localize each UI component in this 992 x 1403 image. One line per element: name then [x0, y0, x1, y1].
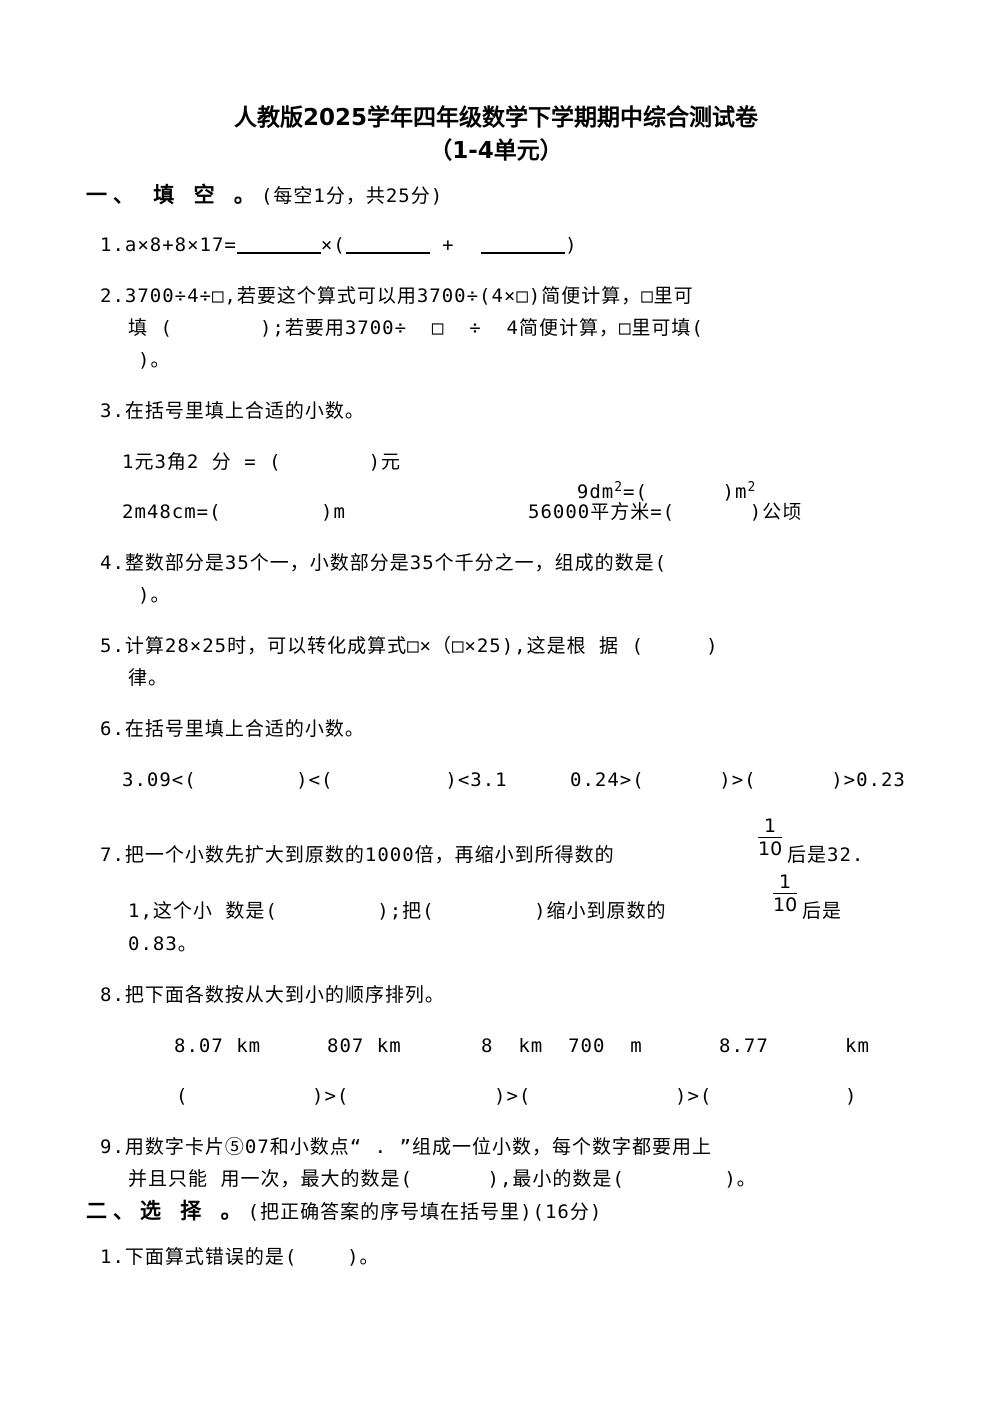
q7-fraction-1-num: 1 — [758, 815, 783, 838]
question-7-line1-tail: 后是32. — [787, 844, 865, 866]
q3-b-sq-2: 2 — [747, 480, 757, 495]
q1-blank-1[interactable] — [236, 232, 321, 254]
q1-blank-2[interactable] — [345, 232, 430, 254]
q7-fraction-1: 1 10 — [758, 815, 783, 860]
question-2-line2: 填 ( );若要用3700÷ □ ÷ 4简便计算，□里可填( — [128, 317, 704, 339]
exam-title-line2: （1-4单元） — [429, 138, 563, 164]
q1-text-d: ) — [565, 234, 578, 256]
question-2-line1: 2.3700÷4÷□,若要这个算式可以用3700÷(4×□)简便计算，□里可 — [100, 285, 694, 307]
question-1: 1.a×8+8×17= ×( + ) — [100, 232, 578, 258]
question-3-b: 9dm2=( )m2 — [552, 449, 756, 505]
question-9-line1: 9.用数字卡片⑤07和小数点“ . ”组成一位小数，每个数字都要用上 — [100, 1136, 712, 1158]
question-7-line3: 0.83。 — [128, 933, 198, 955]
exam-title-line1: 人教版2025学年四年级数学下学期期中综合测试卷 — [233, 105, 758, 131]
question-6-b: 0.24>( )>( )>0.23 — [570, 769, 906, 791]
question-3-d: 56000平方米=( )公顷 — [528, 501, 803, 523]
q1-text-a: 1.a×8+8×17= — [100, 234, 237, 256]
section1-heading: 一、 填 空 。(每空1分，共25分) — [86, 182, 443, 209]
q3-b-rest: =( )m — [623, 481, 748, 503]
q3-b-sq-1: 2 — [614, 480, 624, 495]
question-3-a: 1元3角2 分 = ( )元 — [122, 451, 402, 473]
q1-text-b: ×( — [320, 234, 346, 256]
question-8-stem: 8.把下面各数按从大到小的顺序排列。 — [100, 984, 445, 1006]
q7-fraction-2-den: 10 — [773, 894, 798, 916]
section1-note: (每空1分，共25分) — [260, 185, 444, 207]
q8-item-5: km — [845, 1035, 870, 1057]
question-7-line2: 1,这个小 数是( );把( )缩小到原数的 — [128, 900, 667, 922]
question-4-line2: )。 — [138, 584, 171, 606]
q7-fraction-2-num: 1 — [773, 871, 798, 894]
q7-fraction-1-den: 10 — [758, 838, 783, 860]
question-5-line2: 律。 — [128, 667, 169, 689]
question-9-line2: 并且只能 用一次，最大的数是( ),最小的数是( )。 — [128, 1168, 757, 1190]
section2-heading: 二、选 择 。(把正确答案的序号填在括号里)(16分) — [86, 1198, 602, 1225]
section2-question-1: 1.下面算式错误的是( )。 — [100, 1246, 380, 1268]
q8-order-5: ) — [845, 1085, 858, 1107]
question-3-stem: 3.在括号里填上合适的小数。 — [100, 400, 365, 422]
question-4-line1: 4.整数部分是35个一，小数部分是35个千分之一，组成的数是( — [100, 552, 668, 574]
question-2-line3: )。 — [138, 349, 171, 371]
q8-item-1: 8.07 km — [174, 1035, 262, 1057]
q8-order-4: )>( — [675, 1085, 713, 1107]
question-7-line2-tail: 后是 — [802, 900, 843, 922]
q8-item-2: 807 km — [327, 1035, 402, 1057]
q8-order-2: )>( — [312, 1085, 350, 1107]
section2-note: (把正确答案的序号填在括号里)(16分) — [247, 1201, 603, 1223]
q8-order-1: ( — [176, 1085, 189, 1107]
q1-text-c: + — [429, 234, 468, 256]
question-3-c: 2m48cm=( )m — [122, 501, 346, 523]
q8-item-4: 8.77 — [719, 1035, 769, 1057]
q1-blank-3[interactable] — [481, 232, 566, 254]
q7-fraction-2: 1 10 — [773, 871, 798, 916]
section1-title: 一、 填 空 。 — [86, 183, 261, 207]
question-6-stem: 6.在括号里填上合适的小数。 — [100, 718, 365, 740]
section2-title: 二、选 择 。 — [86, 1199, 248, 1223]
question-6-a: 3.09<( )<( )<3.1 — [122, 769, 508, 791]
q8-item-3: 8 km 700 m — [481, 1035, 643, 1057]
q8-order-3: )>( — [494, 1085, 532, 1107]
q3-b-unit: 9dm — [576, 481, 615, 503]
question-7-line1: 7.把一个小数先扩大到原数的1000倍，再缩小到所得数的 — [100, 844, 615, 866]
question-5-line1: 5.计算28×25时，可以转化成算式□×（□×25),这是根 据 ( ) — [100, 635, 719, 657]
